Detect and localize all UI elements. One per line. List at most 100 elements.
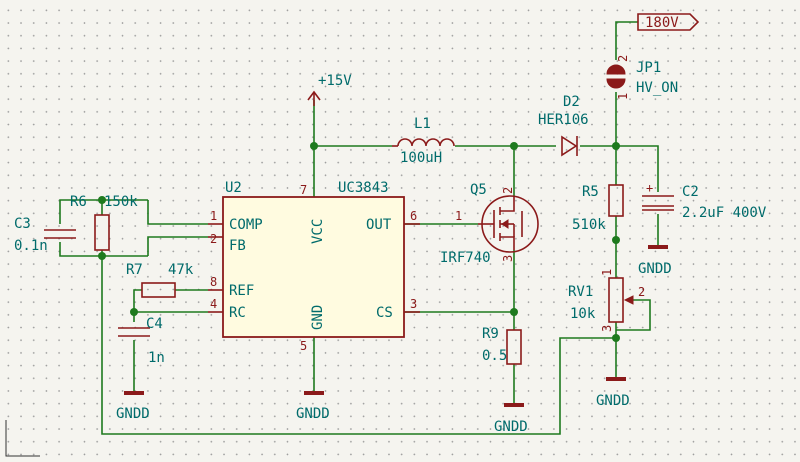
resistor-body bbox=[506, 329, 522, 365]
junction bbox=[310, 142, 318, 150]
r5-ref: R5 bbox=[582, 184, 599, 200]
wire-c3-top bbox=[59, 199, 148, 224]
resistor-body bbox=[94, 214, 110, 251]
diode-d2[interactable]: D2 HER106 bbox=[538, 94, 589, 157]
resistor-r9[interactable]: R9 0.5 bbox=[482, 326, 522, 365]
ic-u2[interactable]: U2 UC3843 COMP FB REF RC OUT CS VCC GND … bbox=[208, 180, 420, 353]
capacitor-c3[interactable]: C3 0.1n bbox=[14, 216, 76, 254]
ground-label: GNDD bbox=[596, 393, 630, 409]
rv1-ref: RV1 bbox=[568, 284, 593, 300]
potentiometer-rv1[interactable]: RV1 10k 1 2 3 bbox=[568, 269, 645, 332]
q5-value: IRF740 bbox=[440, 250, 491, 266]
junction bbox=[612, 236, 620, 244]
inductor-coil bbox=[397, 138, 455, 147]
jp1-pin-top: 2 bbox=[616, 55, 630, 62]
jp1-ref: JP1 bbox=[636, 60, 661, 76]
ic-body bbox=[222, 196, 405, 338]
r7-value: 47k bbox=[168, 262, 194, 278]
rv1-pin3: 3 bbox=[600, 325, 614, 332]
resistor-r6[interactable]: R6 150k bbox=[70, 194, 138, 251]
ic-value: UC3843 bbox=[338, 180, 389, 196]
q5-pin-g: 1 bbox=[455, 209, 462, 223]
wire-c2 bbox=[616, 145, 659, 192]
capacitor-c2[interactable]: + C2 2.2uF 400V bbox=[642, 181, 767, 221]
pin-num-out: 6 bbox=[410, 209, 417, 223]
hv-label: 180V bbox=[645, 15, 679, 31]
mosfet-arrow bbox=[501, 219, 509, 229]
c4-value: 1n bbox=[148, 350, 165, 366]
jp1-pin-bottom: 1 bbox=[616, 93, 630, 100]
d2-ref: D2 bbox=[563, 94, 580, 110]
junction bbox=[98, 252, 106, 260]
c2-ref: C2 bbox=[682, 184, 699, 200]
ground-label: GNDD bbox=[296, 406, 330, 422]
mosfet-drain-lead bbox=[500, 196, 515, 212]
pot-body bbox=[608, 277, 624, 323]
vcc-label: +15V bbox=[318, 73, 352, 89]
q5-pin-s: 3 bbox=[501, 255, 515, 262]
capacitor-c4[interactable]: C4 1n bbox=[118, 316, 165, 366]
resistor-r5[interactable]: R5 510k bbox=[572, 184, 624, 233]
wire-comp bbox=[147, 200, 208, 225]
pin-name-gnd: GND bbox=[310, 305, 326, 330]
hv-flag-shape bbox=[637, 13, 700, 31]
rv1-pin2: 2 bbox=[638, 285, 645, 299]
sheet-frame-corner bbox=[5, 420, 40, 457]
wire-c3-bottom bbox=[59, 242, 148, 257]
l1-value: 100uH bbox=[400, 150, 442, 166]
resistor-body bbox=[608, 184, 624, 217]
pin-name-rc: RC bbox=[229, 305, 246, 321]
wire-fb bbox=[147, 236, 208, 256]
c3-value: 0.1n bbox=[14, 238, 48, 254]
r5-value: 510k bbox=[572, 217, 606, 233]
junction bbox=[130, 308, 138, 316]
pin-name-ref: REF bbox=[229, 283, 254, 299]
junction bbox=[612, 142, 620, 150]
r9-value: 0.5 bbox=[482, 348, 507, 364]
mosfet-source-lead bbox=[500, 236, 515, 250]
junction bbox=[510, 308, 518, 316]
resistor-body bbox=[141, 282, 176, 298]
inductor-l1[interactable]: L1 100uH bbox=[392, 116, 455, 166]
pin-name-out: OUT bbox=[366, 217, 392, 233]
pin-num-ref: 8 bbox=[210, 275, 217, 289]
c3-ref: C3 bbox=[14, 216, 31, 232]
jp1-value: HV_ON bbox=[636, 80, 678, 96]
pin-name-vcc: VCC bbox=[310, 219, 326, 244]
q5-ref: Q5 bbox=[470, 182, 487, 198]
mosfet-q5[interactable]: Q5 IRF740 1 2 3 bbox=[440, 182, 539, 266]
diode-triangle bbox=[561, 135, 578, 157]
l1-ref: L1 bbox=[414, 116, 431, 132]
pot-wiper-arrow bbox=[623, 295, 634, 305]
junction bbox=[612, 334, 620, 342]
rv1-pin1: 1 bbox=[600, 269, 614, 276]
ground-r9: GNDD bbox=[494, 403, 528, 435]
jumper-pad bbox=[606, 78, 626, 89]
c2-plus: + bbox=[646, 181, 653, 195]
ground-c4: GNDD bbox=[116, 391, 150, 422]
pin-num-cs: 3 bbox=[410, 297, 417, 311]
r9-ref: R9 bbox=[482, 326, 499, 342]
c4-ref: C4 bbox=[146, 316, 163, 332]
r6-ref: R6 bbox=[70, 194, 87, 210]
junction bbox=[98, 196, 106, 204]
jumper-jp1[interactable]: JP1 HV_ON 2 1 bbox=[606, 55, 678, 100]
pin-name-fb: FB bbox=[229, 238, 246, 254]
wire-rv1-wiper bbox=[616, 299, 651, 331]
ground-label: GNDD bbox=[638, 261, 672, 277]
ground-ic: GNDD bbox=[296, 391, 330, 422]
ground-label: GNDD bbox=[494, 419, 528, 435]
pin-num-gnd: 5 bbox=[300, 339, 307, 353]
q5-pin-d: 2 bbox=[501, 187, 515, 194]
wire-r7-left bbox=[133, 289, 142, 312]
c2-value: 2.2uF 400V bbox=[682, 205, 767, 221]
ic-ref: U2 bbox=[225, 180, 242, 196]
wire-hv bbox=[615, 21, 638, 60]
junctions bbox=[98, 142, 620, 342]
resistor-r7[interactable]: R7 47k bbox=[126, 262, 194, 298]
pin-num-rc: 4 bbox=[210, 297, 217, 311]
r7-ref: R7 bbox=[126, 262, 143, 278]
ground-label: GNDD bbox=[116, 406, 150, 422]
rv1-value: 10k bbox=[570, 306, 596, 322]
